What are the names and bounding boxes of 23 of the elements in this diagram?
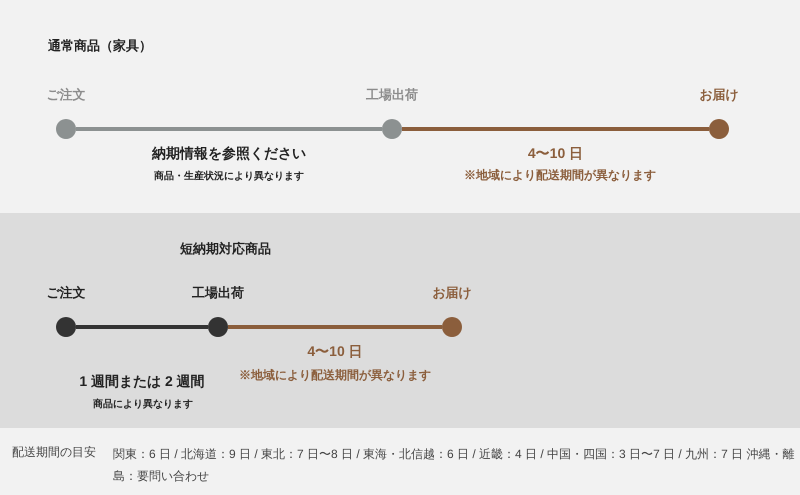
step-label: ご注文 — [46, 285, 86, 301]
timeline-line — [76, 127, 382, 131]
delivery-times-note: 関東：6 日 / 北海道：9 日 / 東北：7 日〜8 日 / 東海・北信越：6 日 / 近畿：4 日 / 中国・四国：3 日〜7 日 / 九州：7 日 沖縄・離島：要問い合わせ — [113, 446, 796, 485]
step-label: お届け — [432, 285, 472, 301]
step-label: ご注文 — [46, 87, 86, 103]
section-heading: 短納期対応商品 — [180, 240, 271, 258]
note-text: ※地域により配送期間が異なります — [464, 167, 656, 184]
step-label: 工場出荷 — [192, 285, 244, 301]
edge-label: 納期情報を参照ください — [152, 144, 306, 163]
section-band — [0, 213, 800, 428]
timeline-line — [228, 325, 442, 329]
note-text: 商品・生産状況により異なります — [154, 169, 304, 184]
timeline-line — [76, 325, 208, 329]
timeline-line — [402, 127, 709, 131]
edge-label: 1 週間または 2 週間 — [79, 372, 205, 391]
note-text: ※地域により配送期間が異なります — [239, 367, 431, 384]
note-text: 商品により異なります — [93, 397, 193, 412]
edge-label: 4〜10 日 — [307, 342, 363, 361]
step-label: 工場出荷 — [366, 87, 418, 103]
section-heading: 通常商品（家具） — [48, 37, 152, 55]
edge-label: 4〜10 日 — [528, 144, 584, 163]
step-label: お届け — [700, 87, 738, 103]
info-heading: 配送期間の目安 — [12, 444, 97, 461]
